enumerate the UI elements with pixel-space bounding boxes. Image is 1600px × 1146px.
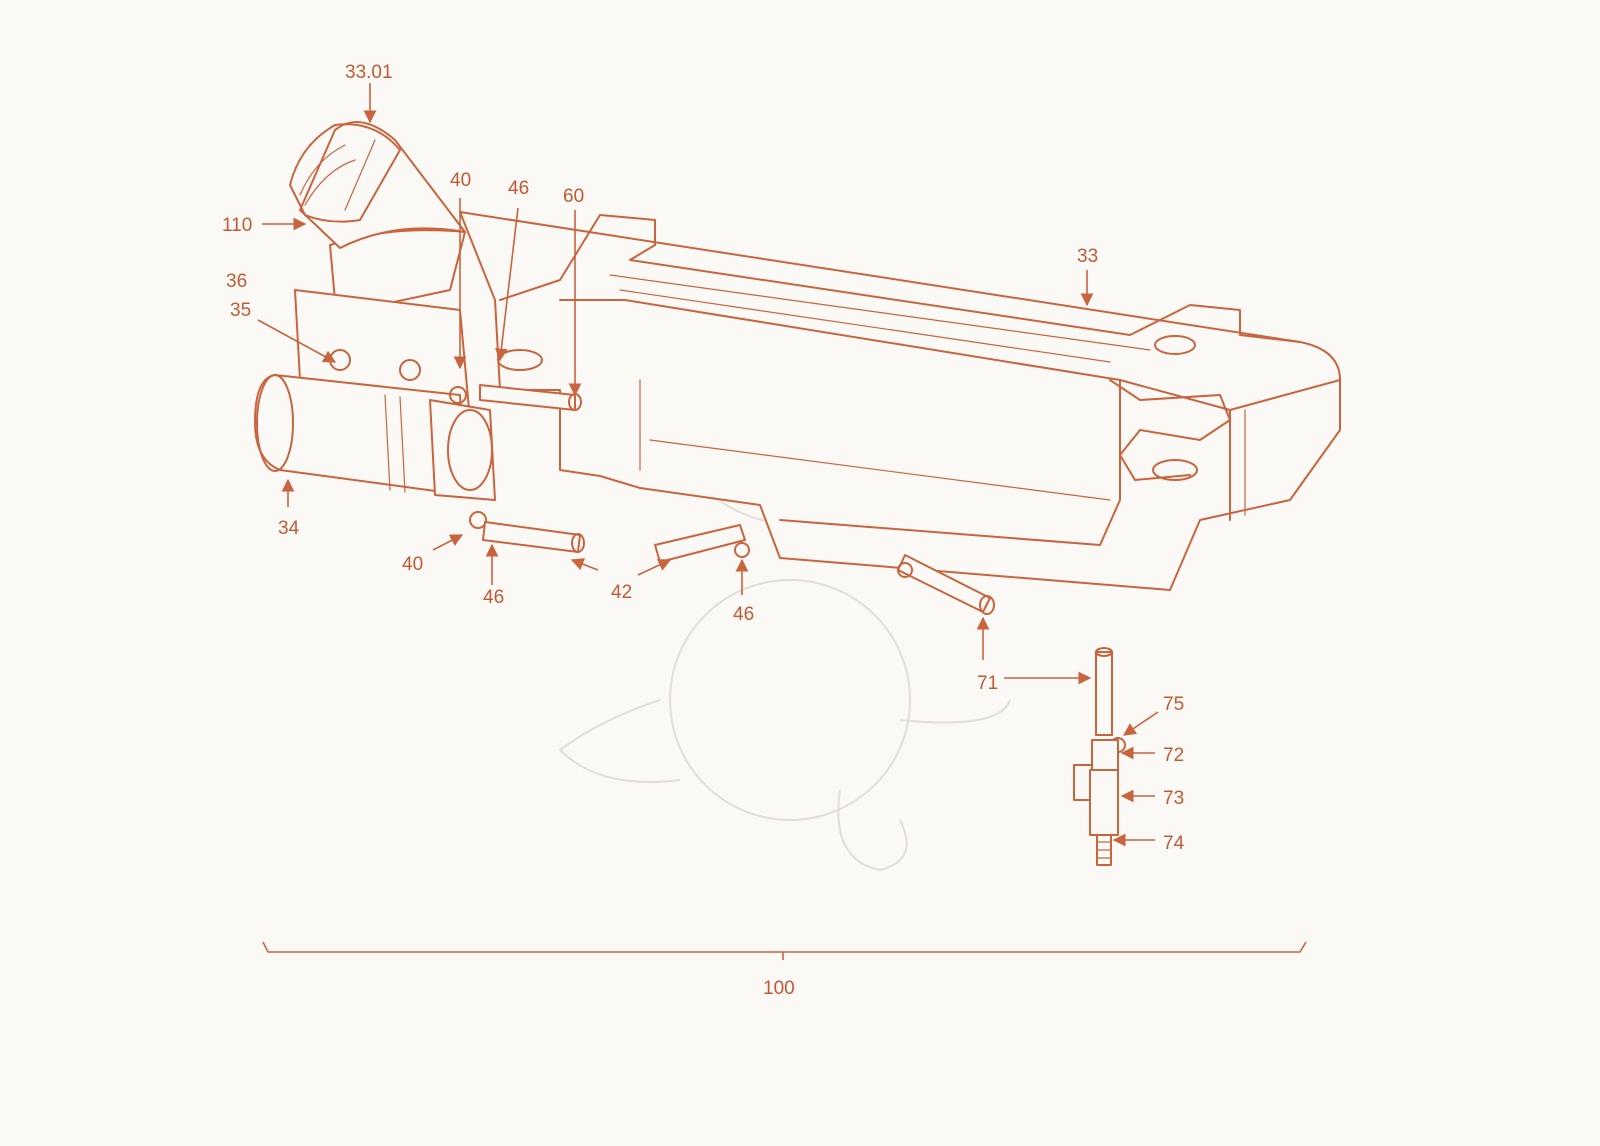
label-35: 35 — [230, 300, 251, 321]
hoses — [479, 384, 995, 615]
label-46-bottom-left: 46 — [483, 587, 504, 608]
fuel-tank-body — [459, 211, 1341, 591]
reference-numerals: 33.01 40 46 60 110 33 36 35 34 40 46 42 … — [222, 62, 1185, 999]
label-33: 33 — [1077, 246, 1098, 267]
label-74: 74 — [1163, 833, 1185, 854]
overall-bracket — [262, 941, 1307, 960]
label-42: 42 — [611, 582, 632, 603]
label-46-top: 46 — [508, 178, 529, 199]
label-73: 73 — [1163, 788, 1184, 809]
pump-assembly — [254, 289, 496, 529]
label-71: 71 — [977, 673, 998, 694]
label-75: 75 — [1163, 694, 1184, 715]
label-72: 72 — [1163, 745, 1184, 766]
label-60: 60 — [563, 186, 584, 207]
label-46-bottom-mid: 46 — [733, 604, 754, 625]
label-40-top: 40 — [450, 170, 471, 191]
label-36: 36 — [226, 271, 247, 292]
filler-neck — [289, 121, 466, 306]
label-40-bottom: 40 — [402, 554, 423, 575]
drain-fitting — [1073, 647, 1126, 866]
label-33-01: 33.01 — [345, 62, 393, 83]
leader-lines — [257, 83, 1159, 847]
label-34: 34 — [278, 518, 300, 539]
label-110: 110 — [222, 215, 252, 236]
label-100: 100 — [763, 978, 795, 999]
